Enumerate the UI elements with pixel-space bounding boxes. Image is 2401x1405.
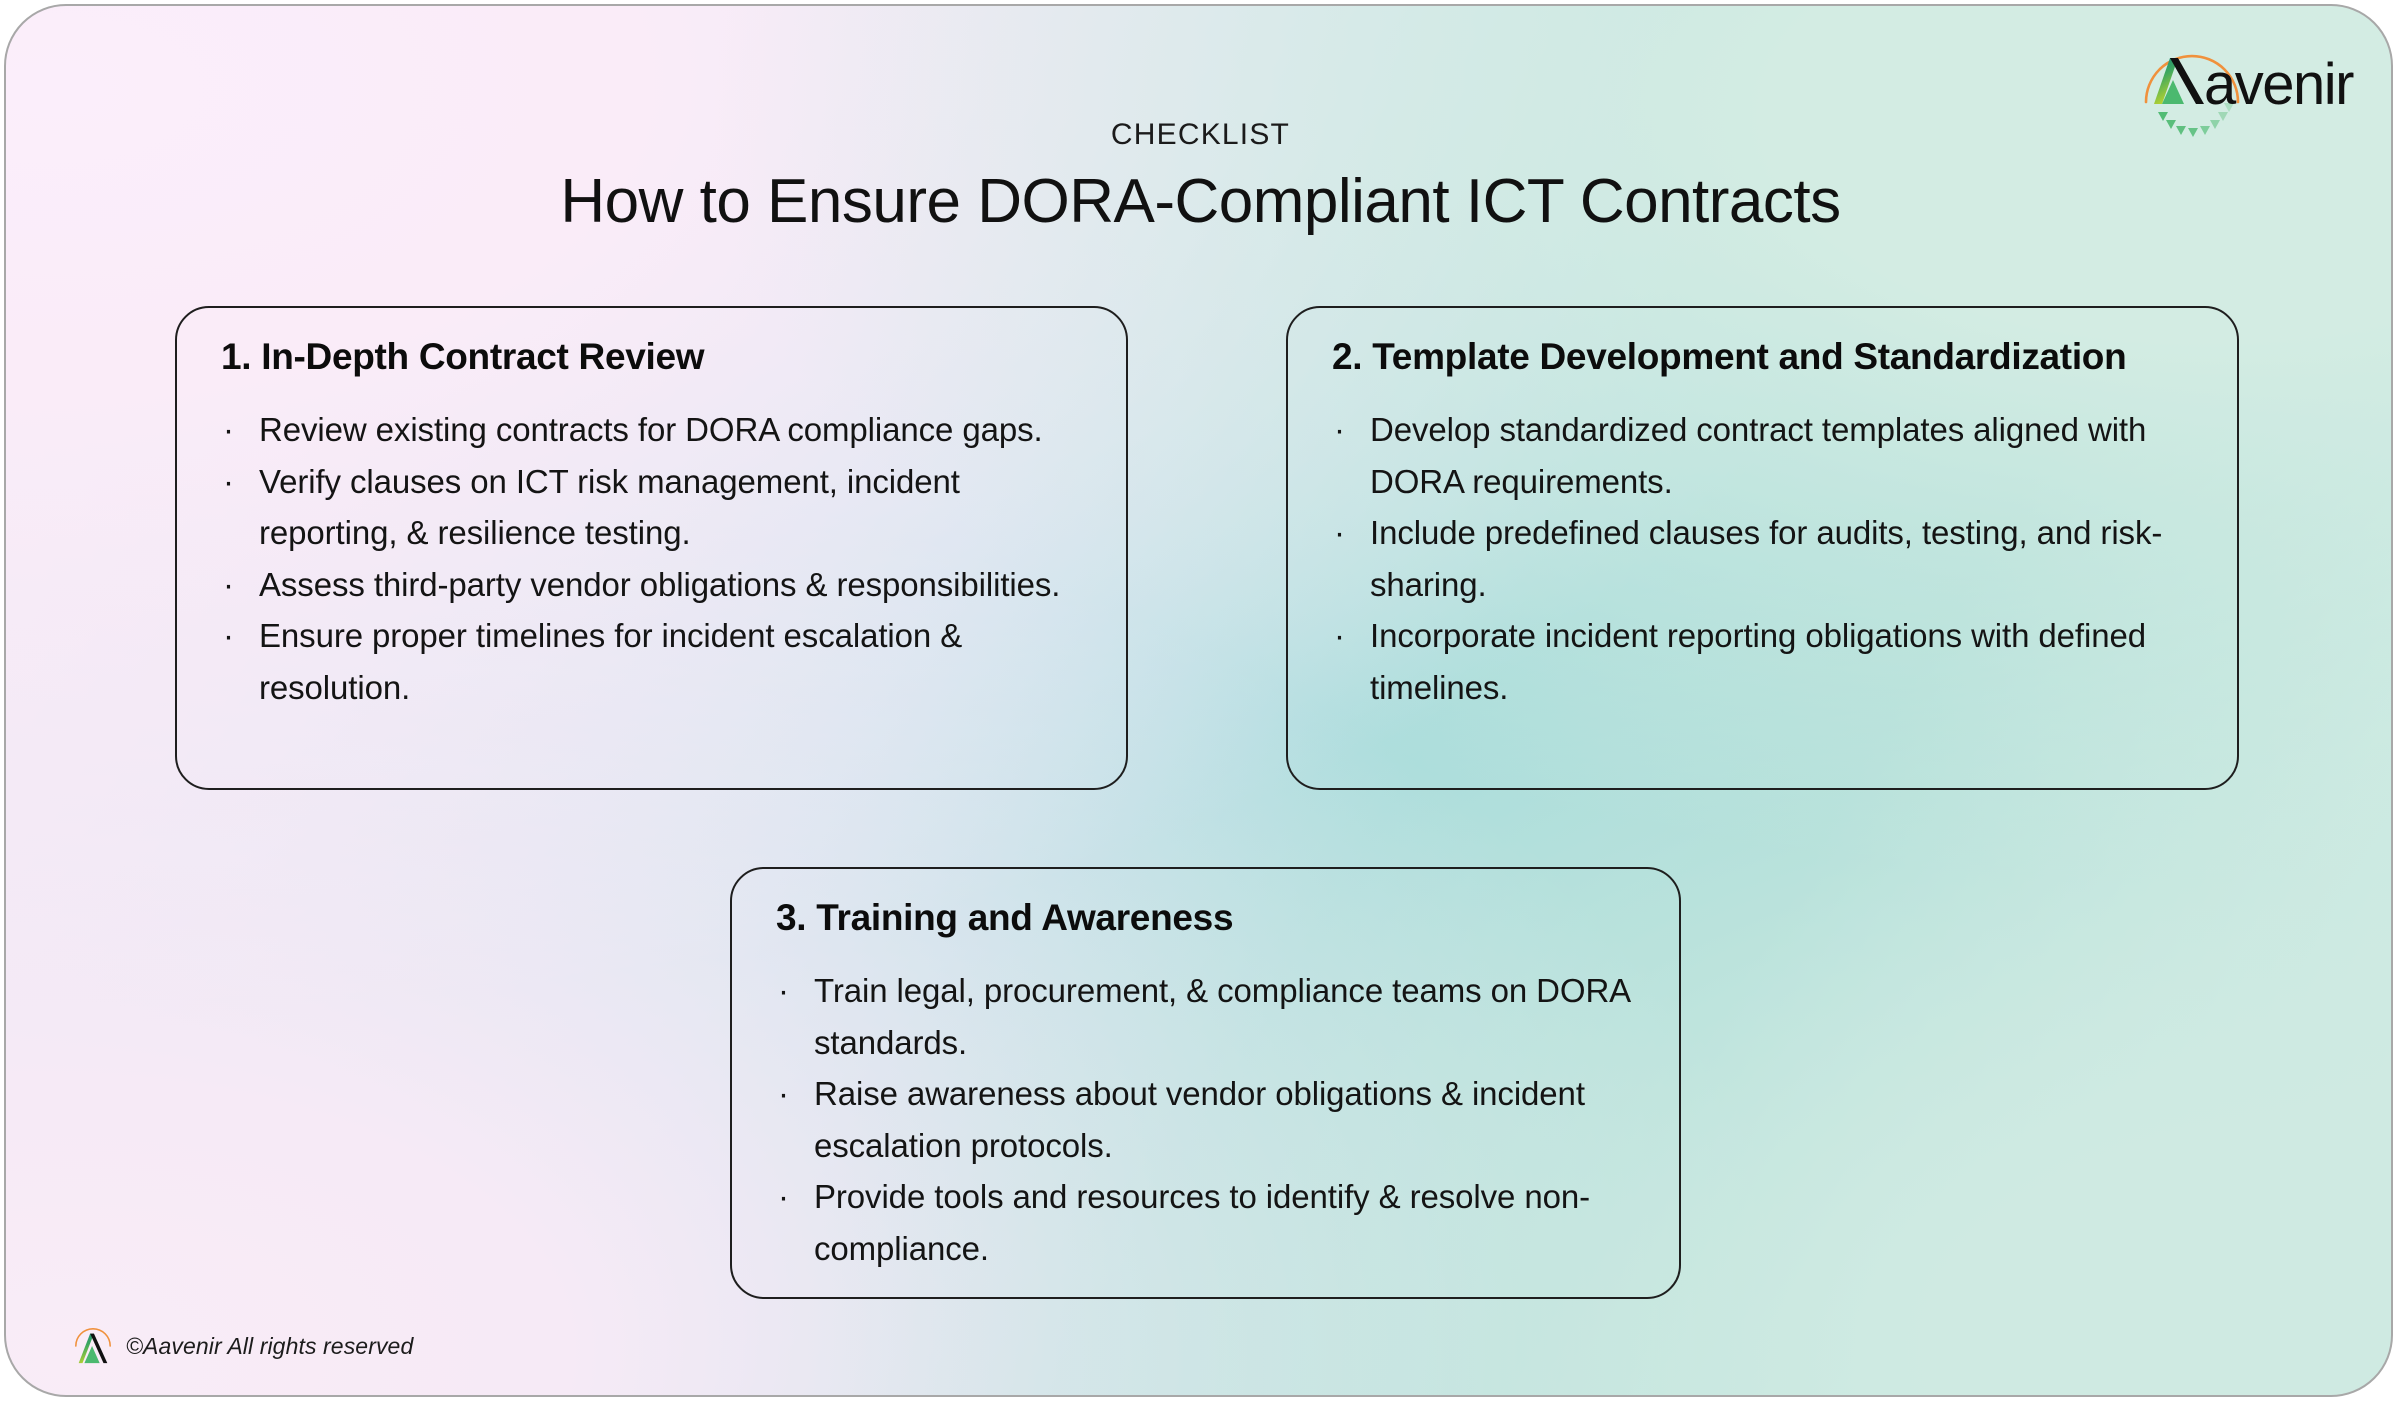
list-item: · Verify clauses on ICT risk management, … xyxy=(217,456,1100,559)
list-item-text: Develop standardized contract templates … xyxy=(1370,411,2147,500)
list-item-text: Raise awareness about vendor obligations… xyxy=(814,1075,1585,1164)
copyright-text: ©Aavenir All rights reserved xyxy=(126,1332,414,1359)
bullet-dot-icon: · xyxy=(778,972,789,1009)
list-item: · Develop standardized contract templates… xyxy=(1328,404,2211,507)
list-item: · Include predefined clauses for audits, … xyxy=(1328,507,2211,610)
footer: ©Aavenir All rights reserved xyxy=(72,1325,413,1367)
bullet-dot-icon: · xyxy=(1334,617,1345,654)
bullet-dot-icon: · xyxy=(778,1075,789,1112)
card-1-title: 1. In-Depth Contract Review xyxy=(221,336,705,377)
bullet-dot-icon: · xyxy=(223,411,234,448)
bullet-dot-icon: · xyxy=(223,617,234,654)
list-item-text: Assess third-party vendor obligations & … xyxy=(259,565,1061,603)
aavenir-a-mark-icon xyxy=(75,1328,111,1364)
svg-text:avenir: avenir xyxy=(2204,52,2354,117)
bullet-dot-icon: · xyxy=(1334,411,1345,448)
bullet-dot-icon: · xyxy=(223,462,234,500)
list-item-text: Review existing contracts for DORA compl… xyxy=(259,411,1043,448)
list-item-text: Ensure proper timelines for incident esc… xyxy=(259,617,963,706)
list-item: · Train legal, procurement, & compliance … xyxy=(772,965,1653,1068)
card-3-title: 3. Training and Awareness xyxy=(776,897,1234,938)
list-item: · Review existing contracts for DORA comp… xyxy=(217,404,1100,456)
checklist-card-3: 3. Training and Awareness · Train legal, … xyxy=(730,867,1681,1299)
page-title: How to Ensure DORA-Compliant ICT Contrac… xyxy=(560,167,1841,236)
list-item: · Ensure proper timelines for incident es… xyxy=(217,610,1100,713)
card-1-bullet-list: · Review existing contracts for DORA comp… xyxy=(217,404,1100,713)
card-2-bullet-list: · Develop standardized contract templates… xyxy=(1328,404,2211,713)
bullet-dot-icon: · xyxy=(1334,514,1345,551)
card-2-title: 2. Template Development and Standardizat… xyxy=(1332,336,2127,377)
list-item-text: Provide tools and resources to identify … xyxy=(814,1178,1591,1267)
list-item: · Assess third-party vendor obligations &… xyxy=(217,559,1100,611)
card-3-bullet-list: · Train legal, procurement, & compliance … xyxy=(772,965,1653,1274)
list-item: · Incorporate incident reporting obligati… xyxy=(1328,610,2211,713)
checklist-card-2: 2. Template Development and Standardizat… xyxy=(1286,306,2239,790)
bullet-dot-icon: · xyxy=(223,565,234,603)
list-item: · Raise awareness about vendor obligation… xyxy=(772,1068,1653,1171)
list-item: · Provide tools and resources to identify… xyxy=(772,1171,1653,1274)
list-item-text: Verify clauses on ICT risk management, i… xyxy=(259,462,960,552)
aavenir-logo: avenir xyxy=(2132,42,2382,138)
bullet-dot-icon: · xyxy=(778,1178,789,1215)
list-item-text: Incorporate incident reporting obligatio… xyxy=(1370,617,2146,706)
list-item-text: Include predefined clauses for audits, t… xyxy=(1370,514,2163,603)
list-item-text: Train legal, procurement, & compliance t… xyxy=(814,972,1630,1061)
checklist-card-1: 1. In-Depth Contract Review · Review exis… xyxy=(175,306,1128,790)
eyebrow-label: CHECKLIST xyxy=(1110,118,1291,151)
infographic-panel: avenir CHECKLIST How to Ensure DORA-Comp… xyxy=(4,4,2393,1397)
